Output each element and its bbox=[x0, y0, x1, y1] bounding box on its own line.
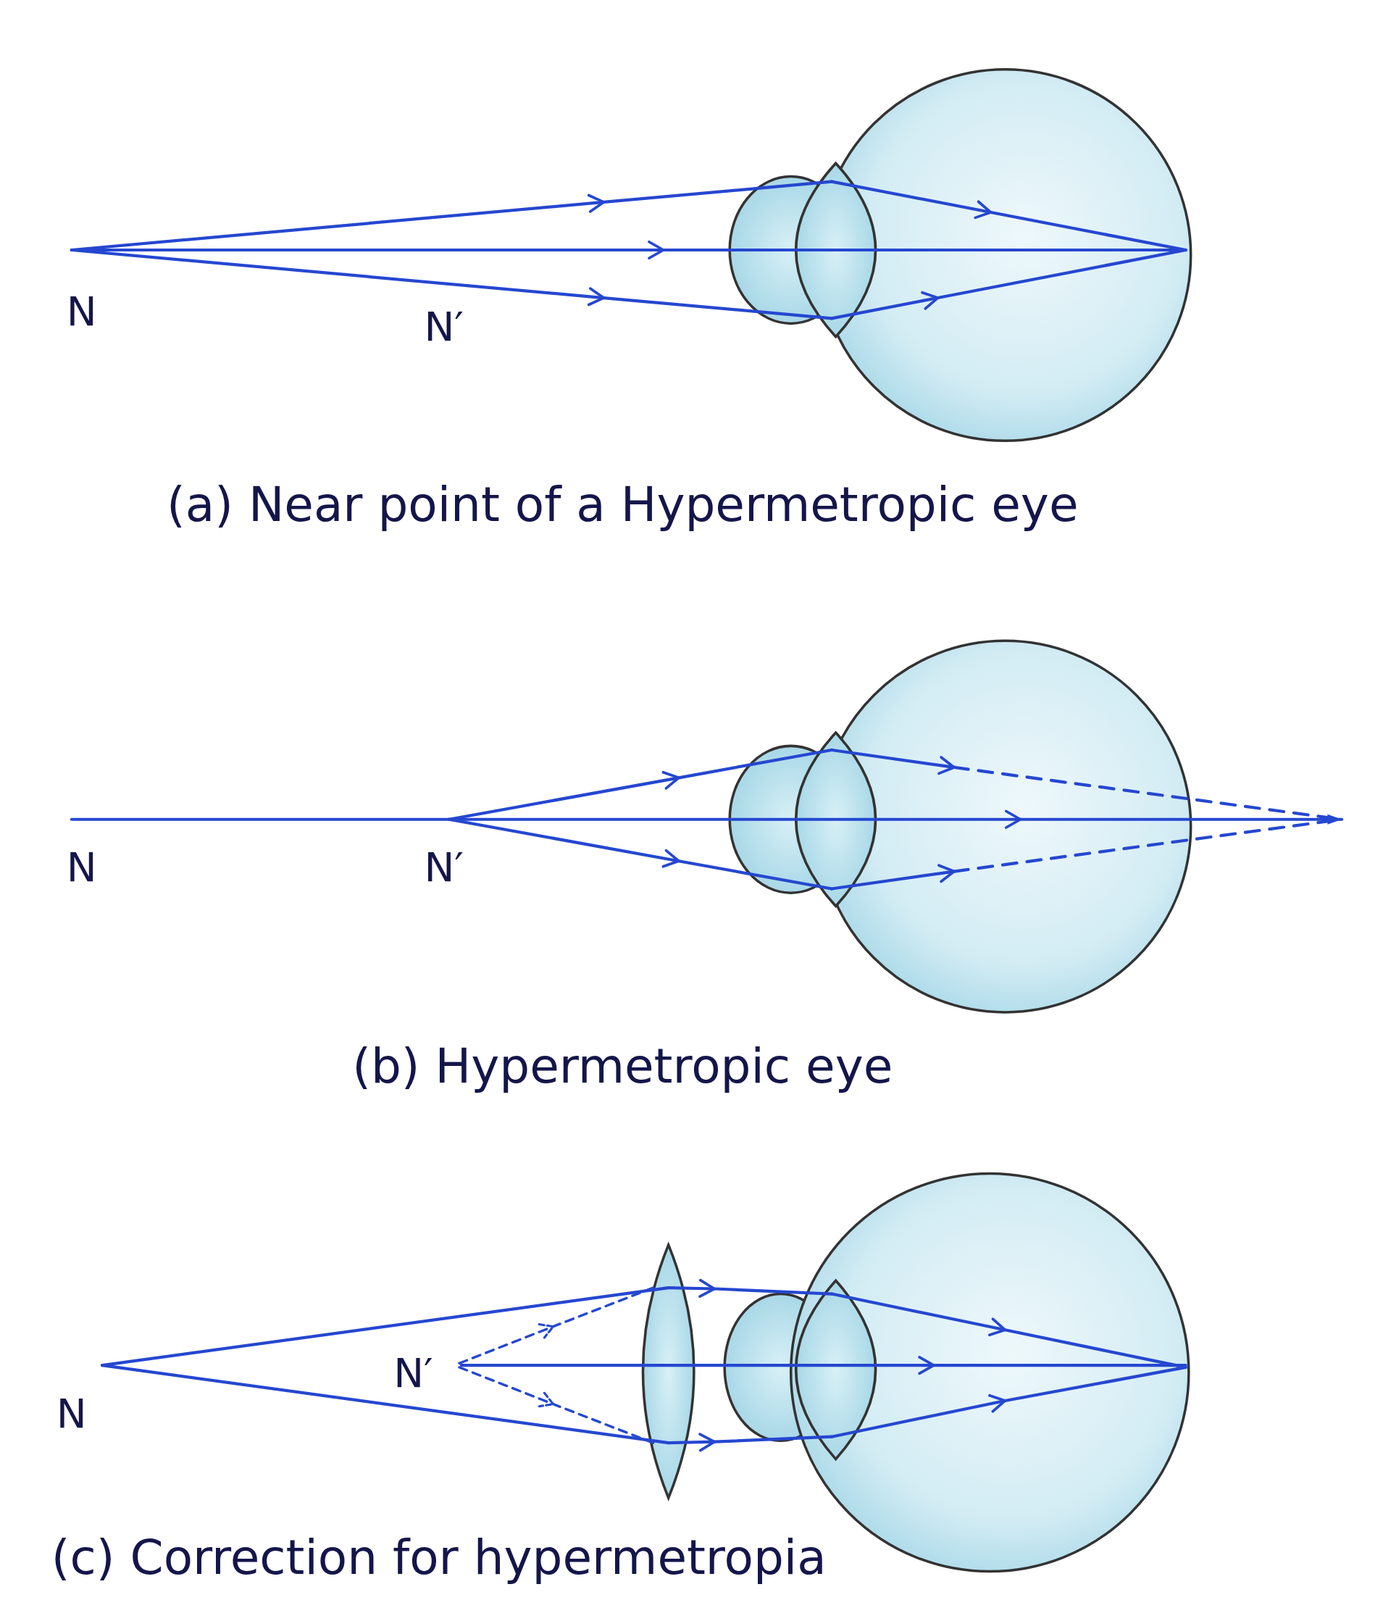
ray bbox=[831, 871, 955, 889]
ray bbox=[102, 1364, 669, 1443]
eye-a bbox=[729, 69, 1191, 442]
ray bbox=[831, 181, 1186, 250]
caption-text: (b) Hypermetropic eye bbox=[349, 1038, 896, 1094]
rays-a bbox=[71, 181, 1186, 319]
ray bbox=[831, 749, 955, 768]
eye-b bbox=[729, 640, 1191, 1013]
ray bbox=[71, 248, 1186, 252]
rays-b bbox=[71, 749, 1342, 889]
dashed-ray bbox=[459, 1367, 654, 1443]
point-label: N′ bbox=[390, 1348, 437, 1396]
eyeball bbox=[791, 1172, 1189, 1571]
caption-text: (c) Correction for hypermetropia bbox=[48, 1530, 830, 1586]
ray bbox=[668, 1436, 832, 1443]
eye-lens bbox=[796, 1280, 876, 1459]
ray bbox=[668, 1287, 832, 1294]
rays-c bbox=[102, 1287, 1186, 1443]
point-label: N′ bbox=[420, 303, 467, 350]
point-label: N bbox=[53, 1390, 90, 1437]
ray bbox=[449, 749, 832, 820]
ray bbox=[831, 249, 1186, 319]
dashed-ray bbox=[954, 819, 1342, 872]
axis-ray bbox=[71, 817, 1342, 821]
caption-text: (a) Near point of a Hypermetropic eye bbox=[163, 477, 1082, 533]
ray bbox=[831, 1367, 1186, 1437]
ray bbox=[102, 1287, 669, 1365]
convex-lens bbox=[642, 1244, 694, 1498]
ray bbox=[71, 181, 832, 250]
ray bbox=[831, 1293, 1186, 1368]
dashed-ray bbox=[459, 1287, 654, 1363]
point-label: N bbox=[63, 844, 100, 891]
ray bbox=[461, 1363, 1186, 1367]
point-label: N bbox=[63, 287, 100, 334]
ray bbox=[449, 819, 832, 889]
eye-c bbox=[642, 1172, 1189, 1571]
dashed-ray bbox=[954, 767, 1342, 820]
point-label: N′ bbox=[420, 844, 467, 891]
